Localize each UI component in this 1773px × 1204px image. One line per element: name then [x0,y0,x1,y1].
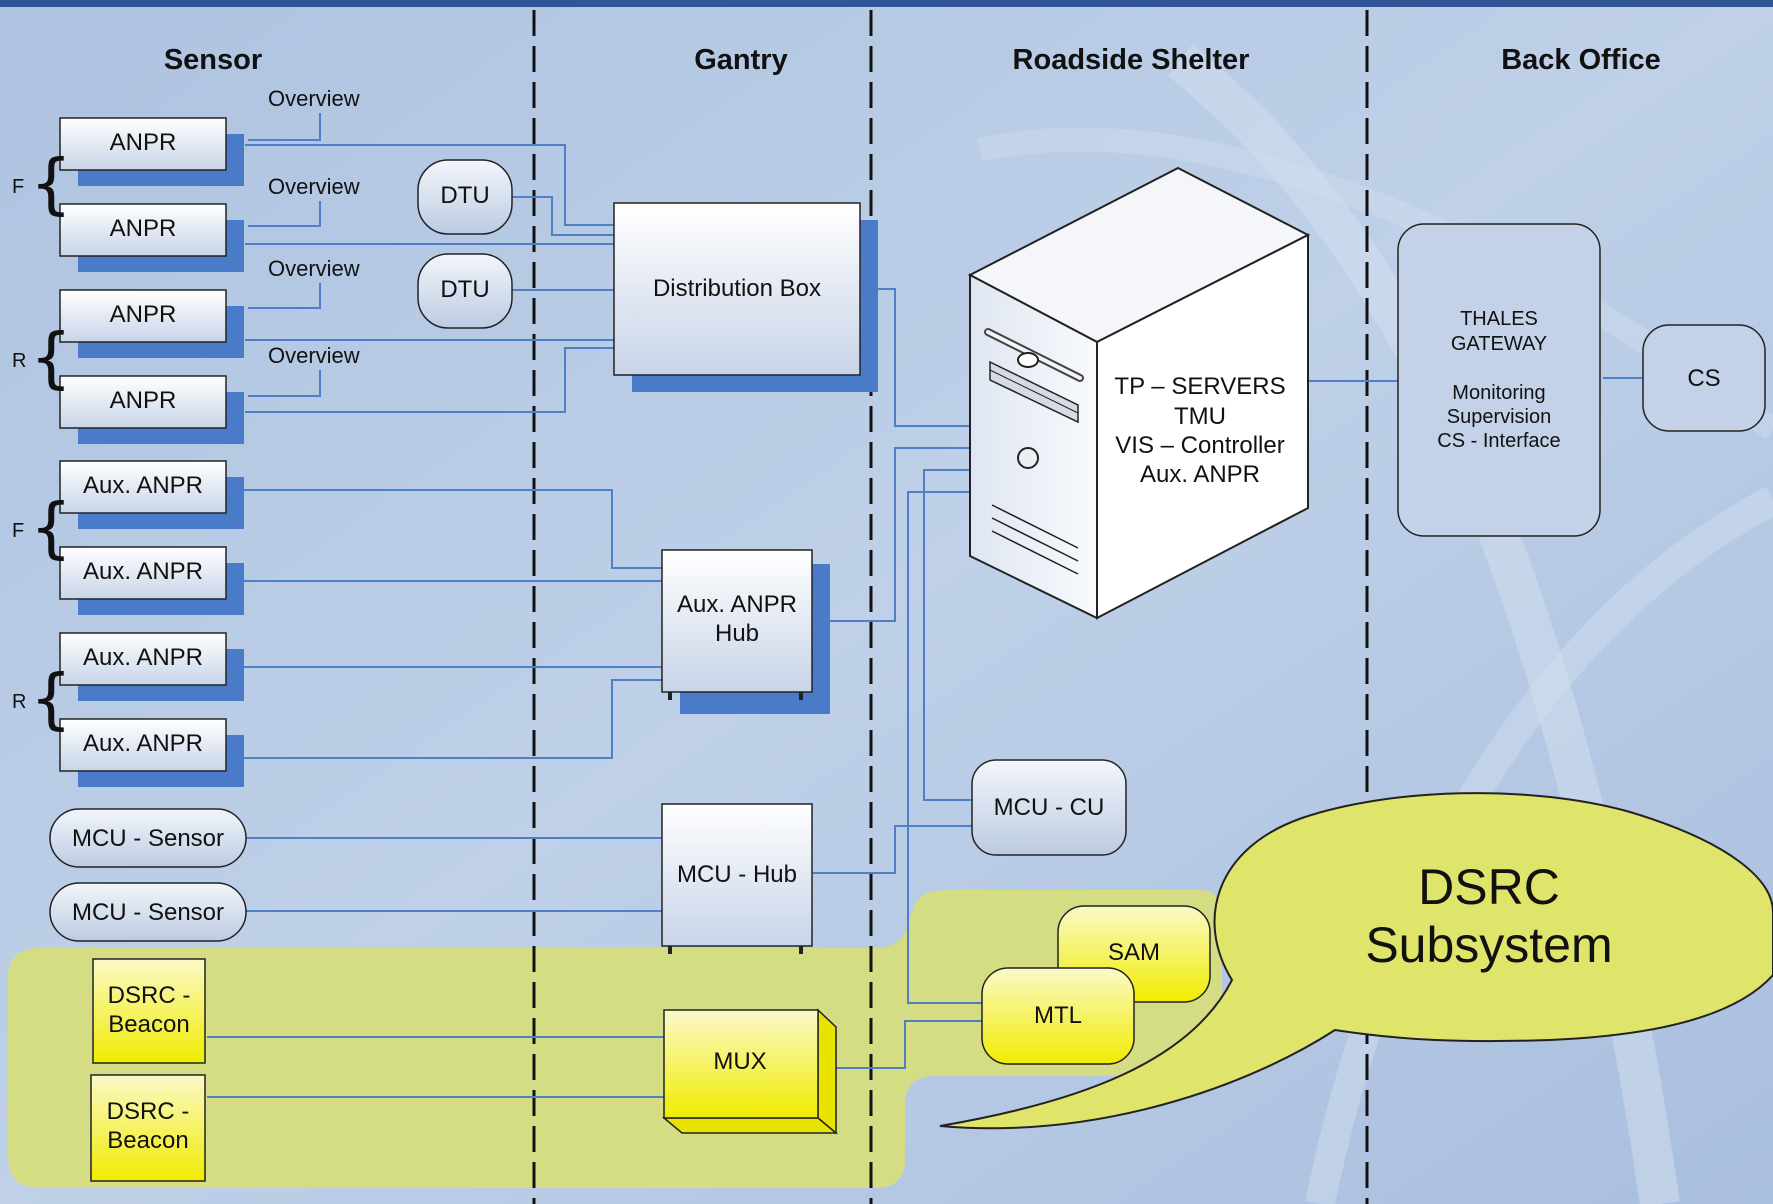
dsrc-beacon-1: DSRC - Beacon [92,958,206,1064]
overview-label-4: Overview [268,343,360,368]
header-back-office: Back Office [1501,44,1661,76]
dsrc-beacon-2: DSRC - Beacon [90,1074,206,1182]
svg-text:MCU - Hub: MCU - Hub [677,861,797,888]
mcu-cu: MCU - CU [971,759,1127,856]
dsrc-callout-line-1: DSRC [1418,859,1560,915]
svg-text:DSRC -: DSRC - [108,982,191,1009]
svg-text:F: F [12,176,24,198]
dsrc-callout: DSRC Subsystem [939,792,1773,1130]
brace-group-3: F { [12,489,72,566]
brace-group-4: R { [12,660,72,737]
svg-text:DSRC -: DSRC - [107,1098,190,1125]
svg-text:DTU: DTU [440,182,489,209]
svg-text:CS: CS [1687,365,1720,392]
svg-text:{: { [30,660,72,737]
brace-group-2: R { [12,319,72,396]
svg-text:GATEWAY: GATEWAY [1451,333,1547,355]
server-line-2: TMU [1174,403,1226,430]
svg-text:{: { [30,489,72,566]
svg-text:ANPR: ANPR [110,301,177,328]
svg-text:ANPR: ANPR [110,129,177,156]
dtu-1: DTU [417,159,513,235]
distribution-box: Distribution Box [613,202,878,392]
svg-text:{: { [30,145,72,222]
svg-text:Beacon: Beacon [107,1127,188,1154]
svg-text:F: F [12,520,24,542]
svg-text:Distribution Box: Distribution Box [653,275,821,302]
svg-text:Aux. ANPR: Aux. ANPR [83,730,203,757]
svg-text:MUX: MUX [713,1048,766,1075]
svg-text:Aux. ANPR: Aux. ANPR [83,472,203,499]
aux-anpr-box-2: Aux. ANPR [59,546,244,615]
svg-text:CS - Interface: CS - Interface [1437,430,1560,452]
server-line-1: TP – SERVERS [1114,373,1285,400]
header-roadside-shelter: Roadside Shelter [1013,44,1250,76]
overview-label-3: Overview [268,256,360,281]
svg-text:Aux. ANPR: Aux. ANPR [677,591,797,618]
aux-anpr-hub: Aux. ANPR Hub [661,549,830,714]
svg-text:Supervision: Supervision [1447,406,1552,428]
server-line-4: Aux. ANPR [1140,461,1260,488]
dsrc-highlight-region [8,890,1222,1188]
svg-text:Aux. ANPR: Aux. ANPR [83,558,203,585]
mcu-hub: MCU - Hub [661,803,813,954]
anpr-box-3: ANPR [59,289,244,358]
aux-anpr-box-3: Aux. ANPR [59,632,244,701]
svg-text:THALES: THALES [1460,308,1538,330]
mux: MUX [661,1008,839,1135]
mcu-sensor-1: MCU - Sensor [49,808,247,868]
anpr-box-1: ANPR [59,117,244,186]
svg-text:DTU: DTU [440,276,489,303]
svg-text:{: { [30,319,72,396]
dsrc-callout-line-2: Subsystem [1365,917,1612,973]
overview-label-2: Overview [268,174,360,199]
header-gantry: Gantry [694,44,787,76]
overview-label-1: Overview [268,86,360,111]
anpr-box-4: ANPR [59,375,244,444]
thales-gateway: THALES GATEWAY Monitoring Supervision CS… [1397,223,1601,537]
anpr-box-2: ANPR [59,203,244,272]
mcu-sensor-2: MCU - Sensor [49,882,247,942]
svg-text:MCU - Sensor: MCU - Sensor [72,899,224,926]
svg-text:Monitoring: Monitoring [1452,382,1545,404]
server-tower: TP – SERVERS TMU VIS – Controller Aux. A… [967,166,1311,620]
aux-anpr-box-1: Aux. ANPR [59,460,244,529]
svg-text:Aux. ANPR: Aux. ANPR [83,644,203,671]
svg-text:MCU - CU: MCU - CU [994,794,1105,821]
header-sensor: Sensor [164,44,262,76]
svg-text:SAM: SAM [1108,939,1160,966]
aux-anpr-box-4: Aux. ANPR [59,718,244,787]
brace-group-1: F { [12,145,72,222]
svg-text:MCU - Sensor: MCU - Sensor [72,825,224,852]
dtu-2: DTU [417,253,513,329]
server-line-3: VIS – Controller [1115,432,1284,459]
mtl-box: MTL [981,967,1135,1065]
svg-text:Beacon: Beacon [108,1011,189,1038]
svg-text:ANPR: ANPR [110,387,177,414]
svg-text:ANPR: ANPR [110,215,177,242]
svg-text:Hub: Hub [715,620,759,647]
svg-text:R: R [12,350,26,372]
svg-text:MTL: MTL [1034,1002,1082,1029]
cs-box: CS [1642,324,1766,432]
svg-text:R: R [12,691,26,713]
